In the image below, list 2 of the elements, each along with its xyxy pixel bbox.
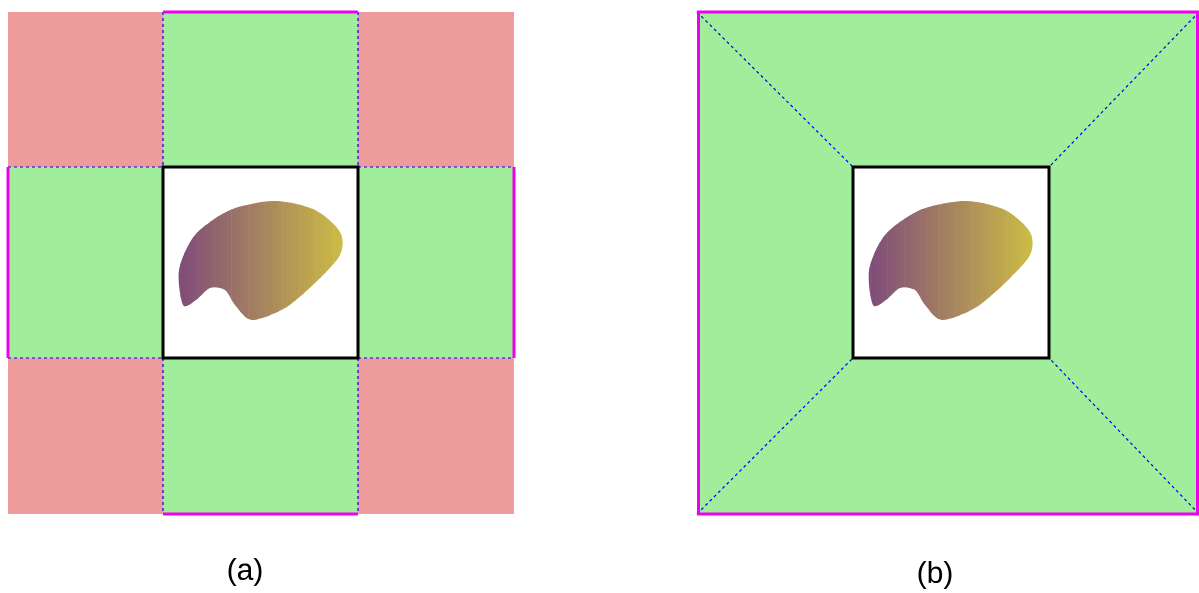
panel-label: (a)	[228, 558, 262, 586]
panel-label: (b)	[918, 561, 952, 589]
